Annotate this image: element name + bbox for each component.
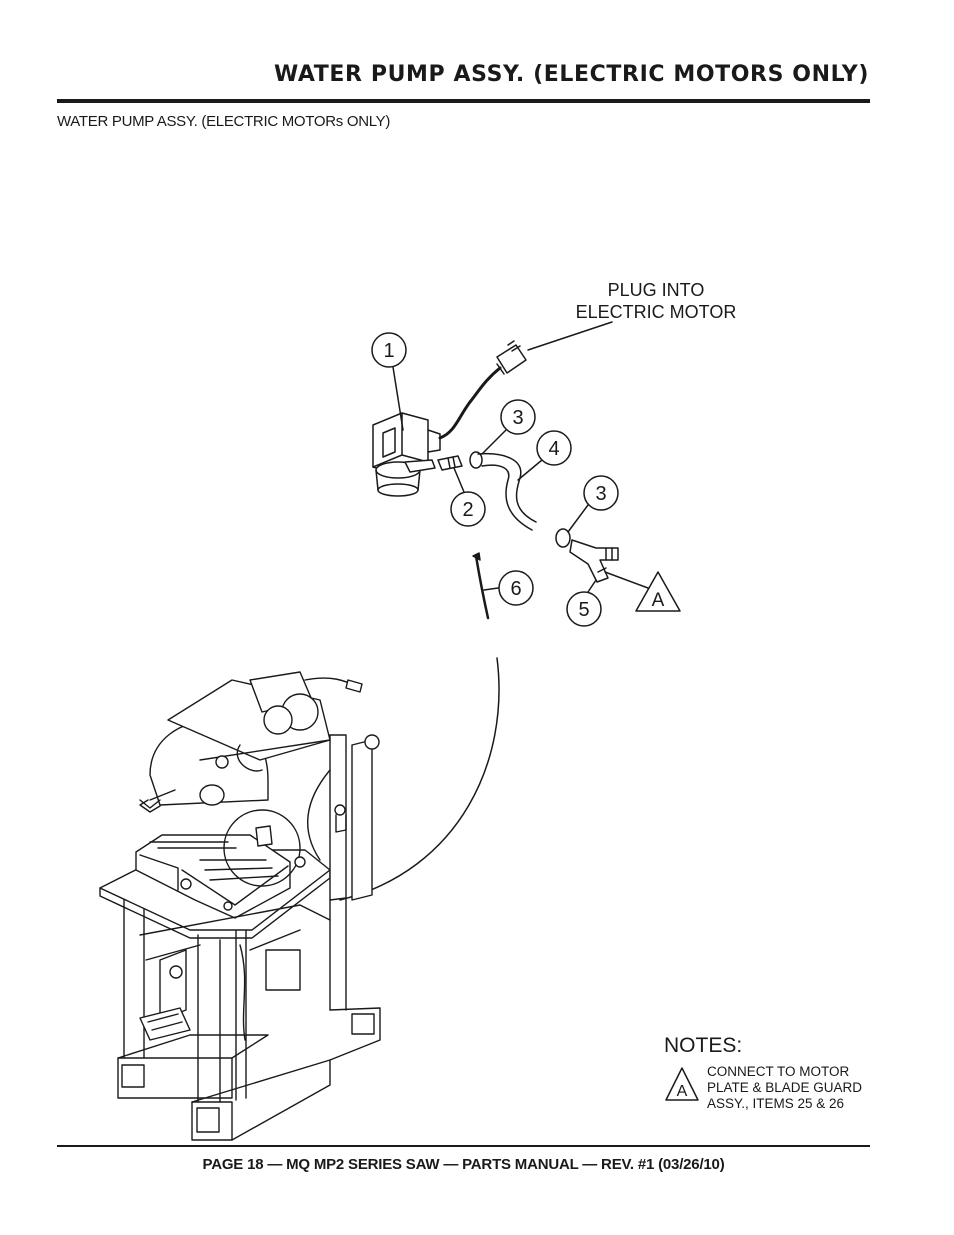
page-footer: PAGE 18 — MQ MP2 SERIES SAW — PARTS MANU… xyxy=(202,1156,725,1173)
hose-clamp-icon-2 xyxy=(555,528,571,548)
callout-balloon-3a xyxy=(500,399,536,435)
callout-balloon-2 xyxy=(450,491,486,527)
callout-number-4: 4 xyxy=(548,438,559,460)
hose-clamp-icon xyxy=(469,451,483,469)
callout-balloon-1 xyxy=(371,332,407,368)
callout-balloon-5 xyxy=(566,591,602,627)
hose-fitting-icon xyxy=(437,455,463,471)
notes-heading: NOTES: xyxy=(664,1034,742,1057)
callout-balloon-4 xyxy=(536,430,572,466)
reference-triangle-a xyxy=(635,571,681,612)
notes-triangle xyxy=(665,1067,699,1101)
saw-machine-icon xyxy=(99,671,381,1141)
hose-icon xyxy=(477,452,537,531)
callout-number-6: 6 xyxy=(510,578,521,600)
note-line-3: ASSY., ITEMS 25 & 26 xyxy=(707,1096,844,1111)
callout-number-3b: 3 xyxy=(595,483,606,505)
callout-number-3a: 3 xyxy=(512,407,523,429)
page-subtitle: WATER PUMP ASSY. (ELECTRIC MOTORs ONLY) xyxy=(57,113,391,130)
footer-rule xyxy=(57,1145,870,1147)
callout-number-1: 1 xyxy=(383,340,394,362)
cable-tie-icon xyxy=(472,552,490,620)
page-title: WATER PUMP ASSY. (ELECTRIC MOTORS ONLY) xyxy=(274,62,869,87)
callout-number-5: 5 xyxy=(578,599,589,621)
callout-number-2: 2 xyxy=(462,499,473,521)
note-line-1: CONNECT TO MOTOR xyxy=(707,1064,850,1079)
callout-balloon-3b xyxy=(583,475,619,511)
plug-callout-line2: ELECTRIC MOTOR xyxy=(576,302,737,322)
plug-icon xyxy=(468,340,527,404)
notes-marker: A xyxy=(677,1083,688,1100)
plug-callout-line1: PLUG INTO xyxy=(608,280,705,300)
title-rule xyxy=(57,99,870,103)
callout-balloon-6 xyxy=(498,570,534,606)
water-pump-icon xyxy=(372,412,441,497)
reference-marker-a: A xyxy=(652,590,665,611)
y-fitting-icon xyxy=(569,539,619,583)
note-line-2: PLATE & BLADE GUARD xyxy=(707,1080,862,1095)
